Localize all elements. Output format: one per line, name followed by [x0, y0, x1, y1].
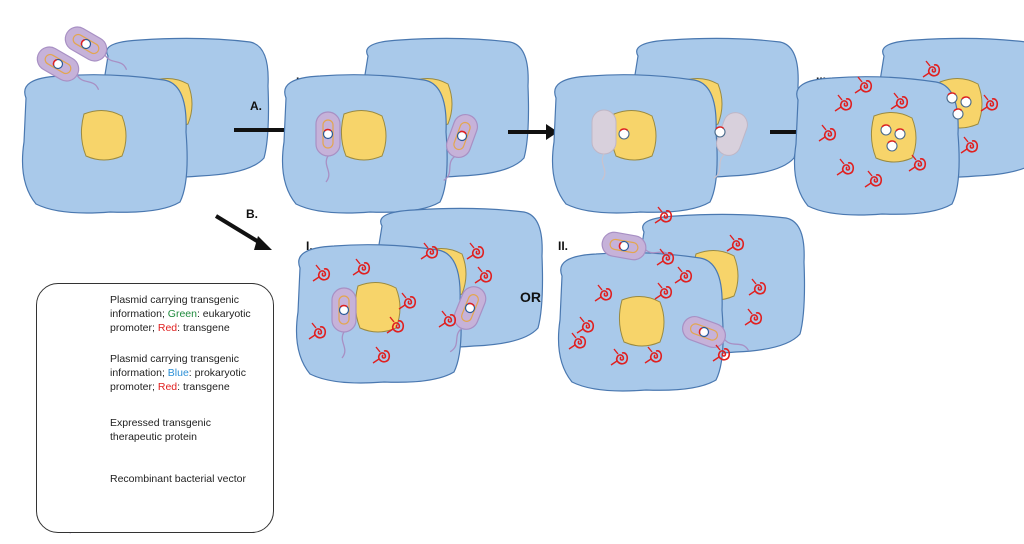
label-step-a: A.: [250, 99, 262, 113]
label-b-ii: II.: [558, 239, 568, 253]
legend-eukaryotic-line3-post: : transgene: [177, 322, 230, 334]
legend-bacterium-line1: Recombinant bacterial vector: [110, 473, 246, 485]
legend-prokaryotic-line2-pre: information;: [110, 367, 168, 379]
legend-protein-line2: therapeutic protein: [110, 431, 197, 443]
legend-prokaryotic-line3-pre: promoter;: [110, 381, 158, 393]
legend-eukaryotic-line3-pre: promoter;: [110, 322, 158, 334]
cells-a-i: [281, 37, 530, 214]
cells-b-ii: [557, 206, 806, 392]
legend-prokaryotic-plasmid-text: Plasmid carrying transgenic information;…: [110, 352, 246, 394]
legend-eukaryotic-red-word: Red: [157, 322, 178, 334]
cells-b-i: [295, 207, 544, 384]
legend-protein-text: Expressed transgenic therapeutic protein: [110, 416, 211, 444]
legend-eukaryotic-line1: Plasmid carrying transgenic: [110, 294, 239, 306]
cells-a-ii: [551, 37, 800, 214]
legend-eukaryotic-plasmid-text: Plasmid carrying transgenic information;…: [110, 293, 251, 335]
legend-prokaryotic-line3-post: : transgene: [177, 381, 230, 393]
label-step-b: B.: [246, 207, 258, 221]
legend-prokaryotic-blue-word: Blue: [167, 367, 189, 379]
legend-prokaryotic-line2-post: : prokaryotic: [188, 367, 246, 379]
legend-prokaryotic-line1: Plasmid carrying transgenic: [110, 353, 239, 365]
arrow-b: [214, 214, 272, 250]
legend-bacterium-text: Recombinant bacterial vector: [110, 472, 246, 486]
legend-box: [36, 283, 274, 533]
legend-eukaryotic-green-word: Green: [167, 308, 197, 320]
legend-eukaryotic-line2-pre: information;: [110, 308, 168, 320]
legend-protein-line1: Expressed transgenic: [110, 417, 211, 429]
cells-a-iii: [793, 37, 1024, 216]
legend-prokaryotic-red-word: Red: [157, 381, 178, 393]
legend-eukaryotic-line2-post: : eukaryotic: [196, 308, 251, 320]
arrow-a-i-to-ii: [508, 124, 558, 140]
label-b-i: I.: [306, 239, 313, 253]
label-or: OR: [520, 289, 541, 305]
